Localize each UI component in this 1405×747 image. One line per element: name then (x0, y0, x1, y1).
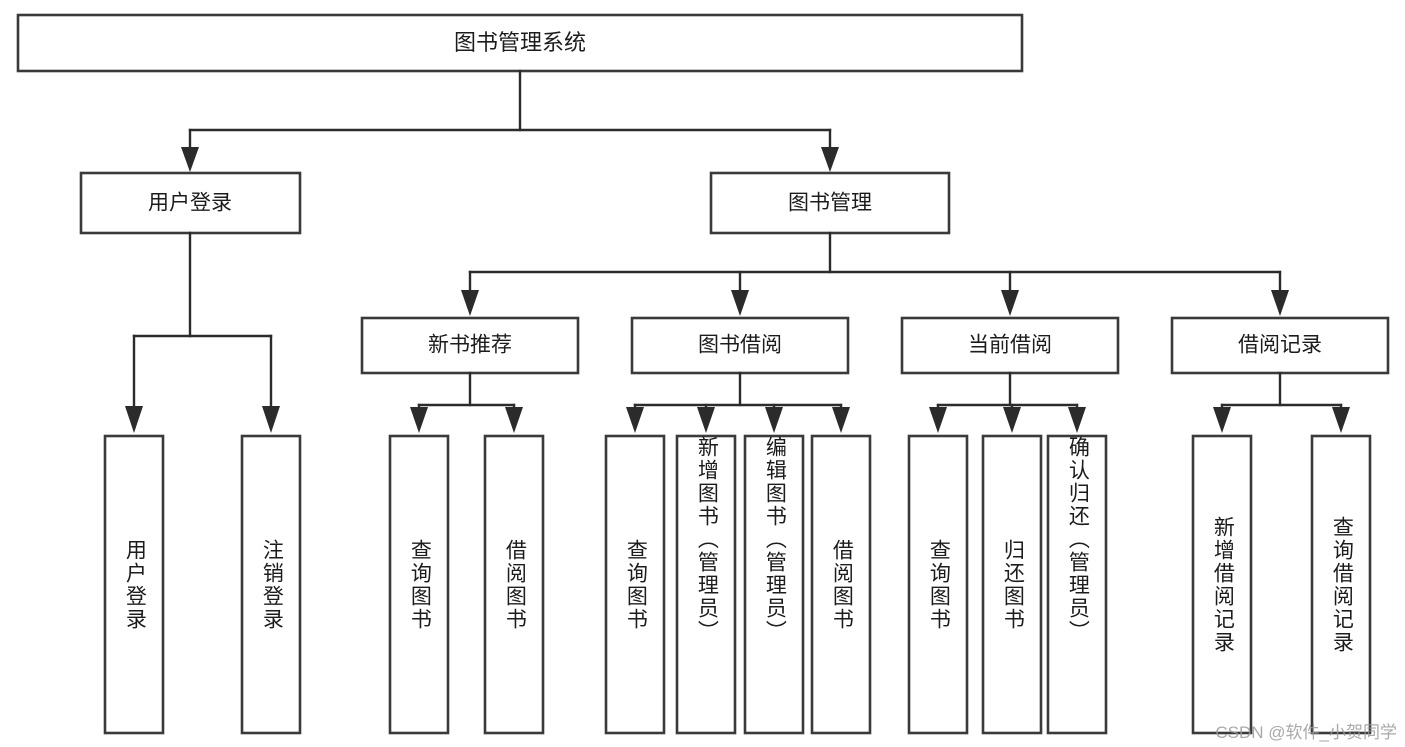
connector-borrow-record-to-leaves (1213, 371, 1350, 433)
arrow-head-icon (1332, 407, 1350, 433)
node-current-borrow[interactable]: 当前借阅 (900, 316, 1120, 375)
leaf-box-current-borrow-0[interactable] (907, 434, 969, 735)
leaf-box-book-borrow-2[interactable] (743, 434, 805, 735)
arrow-head-icon (1213, 407, 1231, 433)
arrow-head-icon (505, 407, 523, 433)
leaf-box-borrow-record-0[interactable] (1191, 434, 1253, 735)
node-user-login[interactable]: 用户登录 (79, 171, 302, 235)
arrow-head-icon (125, 406, 143, 433)
node-book-borrow[interactable]: 图书借阅 (630, 316, 850, 375)
node-book-management[interactable]: 图书管理 (709, 171, 951, 235)
node-root-label: 图书管理系统 (454, 30, 586, 55)
node-user-login-box[interactable] (79, 171, 302, 235)
node-borrow-record[interactable]: 借阅记录 (1170, 316, 1390, 375)
node-book-borrow-label: 图书借阅 (698, 334, 782, 357)
node-book-management-label: 图书管理 (788, 192, 872, 215)
node-new-book-recommend[interactable]: 新书推荐 (360, 316, 580, 375)
leaf-box-borrow-record-1[interactable] (1310, 434, 1372, 735)
arrow-head-icon (1068, 407, 1086, 433)
arrow-head-icon (697, 407, 715, 433)
arrow-head-icon (832, 407, 850, 433)
node-user-login-label: 用户登录 (148, 192, 232, 215)
node-borrow-record-label: 借阅记录 (1238, 334, 1322, 357)
arrow-head-icon (181, 147, 199, 172)
node-new-book-recommend-label: 新书推荐 (428, 334, 512, 357)
arrow-head-icon (929, 407, 947, 433)
node-current-borrow-box[interactable] (900, 316, 1120, 375)
connector-current-borrow-to-leaves (929, 371, 1086, 433)
arrow-head-icon (626, 407, 644, 433)
arrow-head-icon (262, 406, 280, 433)
connector-root-to-level2 (181, 69, 839, 172)
leaf-box-user-login-0[interactable] (103, 434, 165, 735)
connector-book-borrow-to-leaves (626, 371, 850, 433)
leaf-box-book-borrow-0[interactable] (604, 434, 666, 735)
arrow-head-icon (821, 147, 839, 172)
arrow-head-icon (461, 290, 479, 316)
arrow-head-icon (1271, 290, 1289, 316)
node-root-box[interactable] (16, 13, 1024, 73)
leaf-box-new-book-recommend-1[interactable] (483, 434, 545, 735)
node-current-borrow-label: 当前借阅 (968, 334, 1052, 357)
leaf-box-book-borrow-1[interactable] (675, 434, 737, 735)
leaf-box-current-borrow-2[interactable] (1046, 434, 1108, 735)
connector-new-book-recommend-to-leaves (410, 371, 523, 433)
arrow-head-icon (731, 290, 749, 316)
leaf-box-user-login-1[interactable] (240, 434, 302, 735)
leaf-box-new-book-recommend-0[interactable] (388, 434, 450, 735)
leaf-box-book-borrow-3[interactable] (810, 434, 872, 735)
arrow-head-icon (1003, 407, 1021, 433)
arrow-head-icon (765, 407, 783, 433)
node-new-book-recommend-box[interactable] (360, 316, 580, 375)
connector-book-management-to-level3 (461, 231, 1289, 316)
leaf-box-current-borrow-1[interactable] (981, 434, 1043, 735)
node-root[interactable]: 图书管理系统 (16, 13, 1024, 73)
arrow-head-icon (1001, 290, 1019, 316)
arrow-head-icon (410, 407, 428, 433)
connector-user-login-to-leaves (125, 231, 280, 433)
